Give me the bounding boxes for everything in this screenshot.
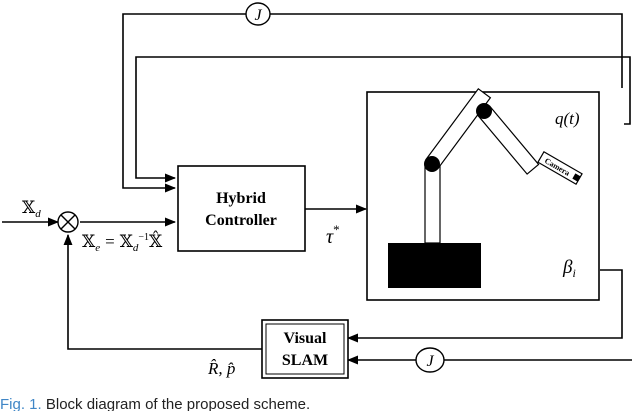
controller-label-1: Hybrid <box>216 190 266 207</box>
input-label: 𝕏d <box>22 198 41 220</box>
figure-caption: Fig. 1. Block diagram of the proposed sc… <box>0 396 640 411</box>
robot-joint-2 <box>476 103 492 119</box>
estimate-label: R̂, p̂ <box>207 359 235 378</box>
caption-text: Block diagram of the proposed scheme. <box>45 396 311 411</box>
robot-system-box: Camera <box>366 87 600 301</box>
torque-label: τ* <box>326 222 340 248</box>
feedback-jacobian-top <box>270 13 623 88</box>
robot-link-1 <box>424 163 441 244</box>
slam-label-2: SLAM <box>282 352 328 369</box>
error-label: 𝕏e=𝕏d−1𝕏̂ <box>82 231 163 254</box>
summing-junction <box>57 211 79 233</box>
feedback-jacobian-top-2 <box>122 13 246 193</box>
controller-label-2: Controller <box>205 212 277 229</box>
robot-to-slam <box>346 269 623 343</box>
jacobian-bottom-node: J <box>415 347 445 373</box>
figure-number: Fig. 1. <box>0 396 42 411</box>
robot-base <box>388 243 481 288</box>
svg-text:J: J <box>426 353 434 370</box>
hybrid-controller-block: Hybrid Controller <box>177 165 306 252</box>
joints-label: q(t) <box>555 109 580 128</box>
camera-lens <box>572 173 581 182</box>
block-diagram: Hybrid Controller Visual SLAM Camera <box>2 2 632 379</box>
features-label: βi <box>562 257 576 280</box>
jacobian-top-node: J <box>245 2 271 26</box>
svg-text:J: J <box>254 7 262 24</box>
feedback-joints <box>135 56 631 183</box>
slam-label-1: Visual <box>284 330 328 347</box>
robot-joint-1 <box>424 156 440 172</box>
visual-slam-block: Visual SLAM <box>261 319 349 379</box>
estimate-feedback <box>63 233 262 350</box>
